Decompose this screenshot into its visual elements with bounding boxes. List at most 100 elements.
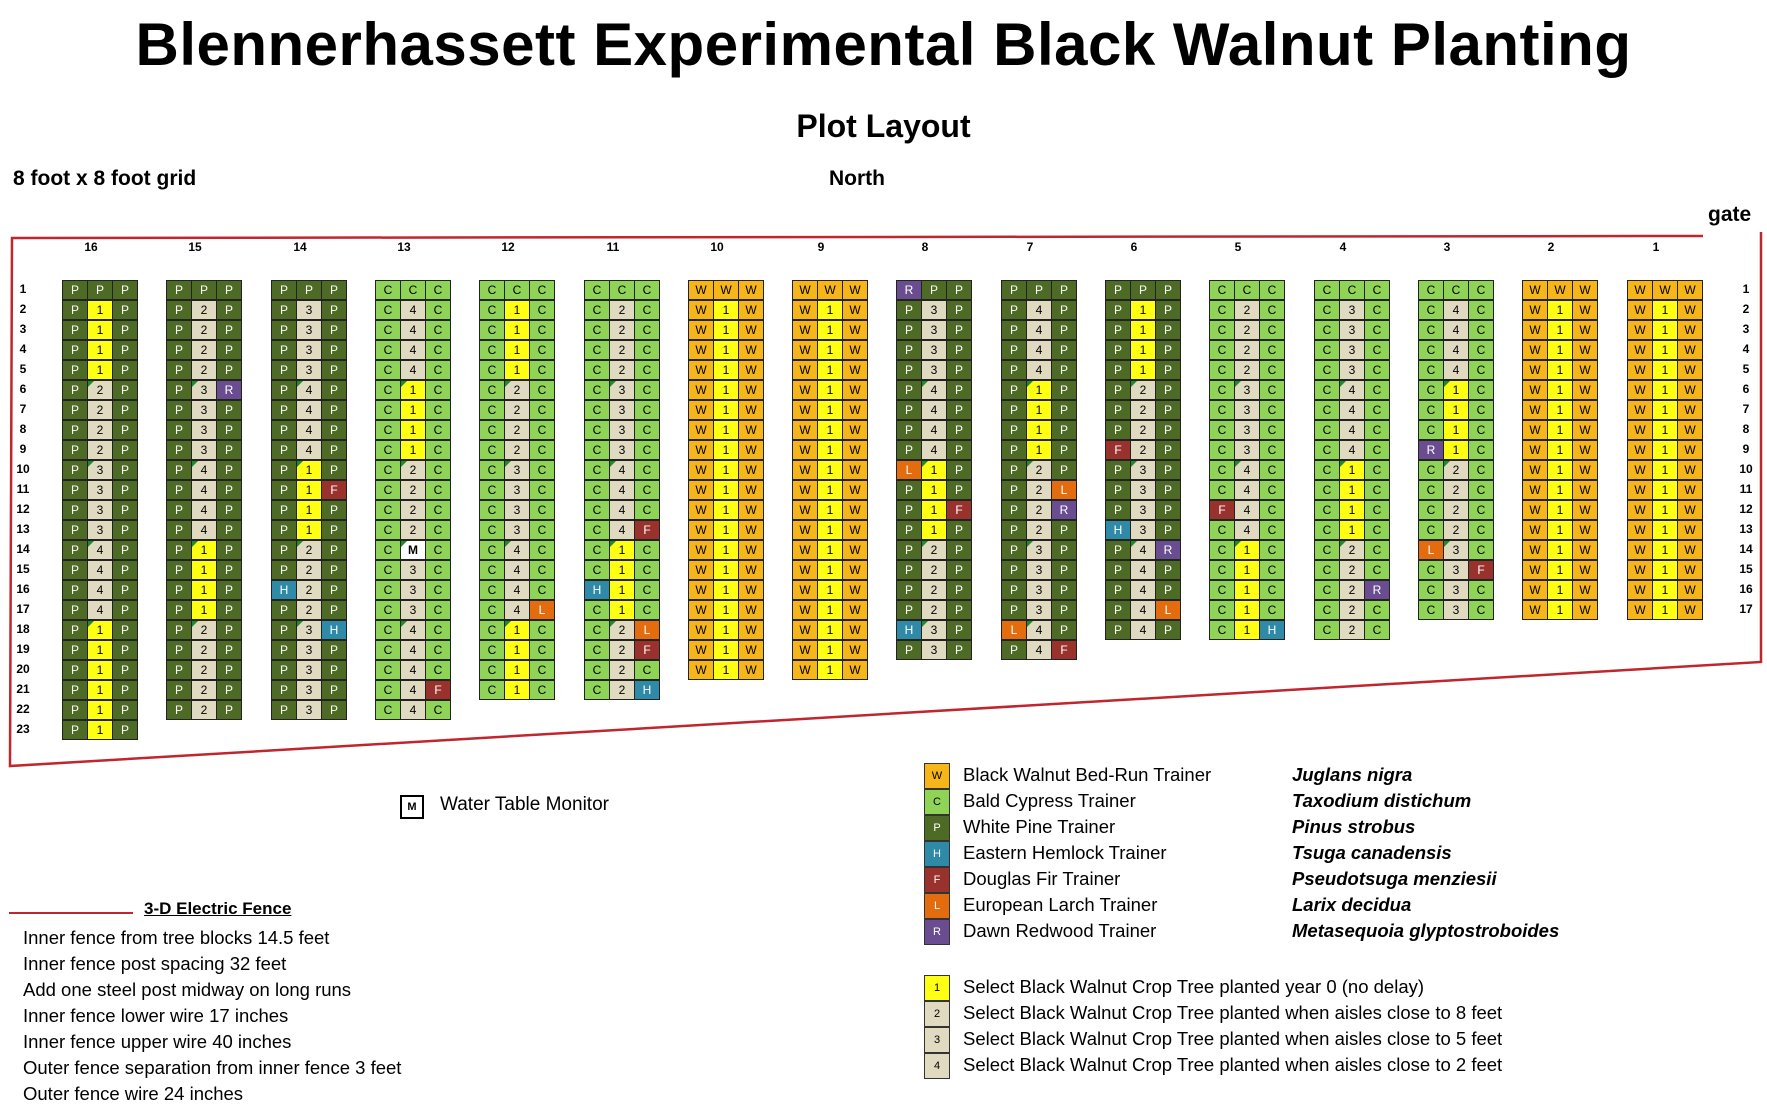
tree-cell-crop-tree-3: 3	[1339, 320, 1365, 340]
tree-cell-hemlock: H	[896, 620, 922, 640]
tree-cell-walnut: W	[738, 620, 764, 640]
tree-cell-pine: P	[896, 440, 922, 460]
tree-cell-crop-tree-3: 3	[1234, 400, 1260, 420]
tree-cell-walnut: W	[842, 440, 868, 460]
tree-cell-pine: P	[321, 340, 347, 360]
tree-cell-pine: P	[921, 280, 947, 300]
tree-cell-cypress: C	[634, 280, 660, 300]
tree-cell-pine: P	[62, 460, 88, 480]
tree-cell-pine: P	[112, 420, 138, 440]
block-label-6: 6	[1130, 240, 1138, 254]
tree-cell-cypress: C	[1468, 320, 1494, 340]
tree-cell-crop-tree-1: 1	[817, 400, 843, 420]
tree-cell-pine: P	[216, 280, 242, 300]
tree-cell-cypress: C	[529, 480, 555, 500]
tree-cell-cypress: C	[529, 440, 555, 460]
tree-cell-pine: P	[271, 440, 297, 460]
tree-cell-walnut: W	[1522, 380, 1548, 400]
row-number-right: 15	[1739, 562, 1753, 576]
tree-cell-crop-tree-1: 1	[1130, 300, 1156, 320]
tree-cell-pine: P	[216, 660, 242, 680]
tree-cell-pine: P	[87, 280, 113, 300]
tree-cell-crop-tree-3: 3	[296, 360, 322, 380]
tree-cell-pine: P	[166, 600, 192, 620]
tree-cell-crop-tree-4: 4	[609, 520, 635, 540]
tree-cell-pine: P	[112, 540, 138, 560]
tree-cell-cypress: C	[1468, 500, 1494, 520]
tree-cell-cypress: C	[1364, 360, 1390, 380]
tree-cell-walnut: W	[713, 280, 739, 300]
tree-cell-pine: P	[321, 320, 347, 340]
tree-cell-crop-tree-3: 3	[921, 620, 947, 640]
tree-cell-redwood: R	[216, 380, 242, 400]
tree-cell-pine: P	[1051, 280, 1077, 300]
tree-cell-walnut: W	[688, 600, 714, 620]
tree-cell-walnut: W	[1522, 360, 1548, 380]
tree-cell-cypress: C	[1364, 540, 1390, 560]
tree-cell-cypress: C	[425, 580, 451, 600]
tree-cell-pine: P	[166, 680, 192, 700]
tree-cell-pine: P	[62, 680, 88, 700]
tree-cell-pine: P	[946, 340, 972, 360]
tree-cell-cypress: C	[1314, 340, 1340, 360]
tree-cell-pine: P	[166, 560, 192, 580]
tree-cell-pine: P	[1001, 280, 1027, 300]
legend-item-crop-tree-1: 1 Select Black Walnut Crop Tree planted …	[924, 975, 1624, 1001]
tree-cell-pine: P	[166, 640, 192, 660]
tree-cell-fir: F	[946, 500, 972, 520]
tree-cell-cypress: C	[1418, 480, 1444, 500]
tree-cell-crop-tree-2: 2	[609, 320, 635, 340]
tree-cell-walnut: W	[792, 520, 818, 540]
tree-cell-crop-tree-2: 2	[921, 540, 947, 560]
tree-cell-cypress: C	[479, 280, 505, 300]
tree-cell-pine: P	[321, 440, 347, 460]
tree-cell-pine: P	[216, 520, 242, 540]
tree-cell-crop-tree-1: 1	[713, 640, 739, 660]
tree-cell-pine: P	[112, 360, 138, 380]
tree-cell-cypress: C	[479, 420, 505, 440]
tree-cell-hemlock: H	[271, 580, 297, 600]
tree-cell-cypress: C	[425, 400, 451, 420]
tree-cell-walnut: W	[817, 280, 843, 300]
block-label-10: 10	[710, 240, 724, 254]
tree-cell-walnut: W	[842, 400, 868, 420]
tree-cell-cypress: C	[479, 340, 505, 360]
tree-cell-fir: F	[634, 640, 660, 660]
tree-cell-crop-tree-1: 1	[1547, 600, 1573, 620]
tree-cell-crop-tree-1: 1	[191, 560, 217, 580]
tree-cell-crop-tree-3: 3	[504, 500, 530, 520]
tree-cell-crop-tree-1: 1	[191, 580, 217, 600]
tree-cell-pine: P	[112, 620, 138, 640]
tree-cell-cypress: C	[584, 500, 610, 520]
tree-cell-crop-tree-1: 1	[817, 420, 843, 440]
tree-cell-cypress: C	[1364, 400, 1390, 420]
tree-cell-crop-tree-1: 1	[817, 620, 843, 640]
tree-cell-pine: P	[896, 600, 922, 620]
tree-cell-crop-tree-1: 1	[1547, 580, 1573, 600]
tree-cell-pine: P	[62, 600, 88, 620]
tree-cell-walnut: W	[1627, 280, 1653, 300]
tree-cell-cypress: C	[425, 300, 451, 320]
tree-cell-cypress: C	[375, 560, 401, 580]
tree-cell-walnut: W	[1677, 380, 1703, 400]
tree-cell-crop-tree-1: 1	[504, 640, 530, 660]
tree-cell-monitor: M	[400, 540, 426, 560]
tree-cell-pine: P	[321, 420, 347, 440]
tree-cell-crop-tree-1: 1	[817, 300, 843, 320]
tree-cell-crop-tree-4: 4	[1026, 620, 1052, 640]
tree-cell-crop-tree-3: 3	[87, 480, 113, 500]
tree-cell-crop-tree-3: 3	[191, 440, 217, 460]
tree-cell-crop-tree-4: 4	[1443, 320, 1469, 340]
tree-cell-crop-tree-4: 4	[400, 340, 426, 360]
tree-cell-crop-tree-1: 1	[400, 380, 426, 400]
tree-cell-pine: P	[1105, 360, 1131, 380]
row-number-left: 21	[16, 682, 30, 696]
tree-cell-walnut: W	[1677, 580, 1703, 600]
tree-cell-walnut: W	[738, 300, 764, 320]
fence-note: Inner fence lower wire 17 inches	[23, 1005, 289, 1026]
tree-cell-walnut: W	[1522, 440, 1548, 460]
tree-cell-pine: P	[1105, 320, 1131, 340]
tree-cell-cypress: C	[1209, 460, 1235, 480]
tree-cell-crop-tree-1: 1	[921, 520, 947, 540]
tree-cell-cypress: C	[1314, 440, 1340, 460]
